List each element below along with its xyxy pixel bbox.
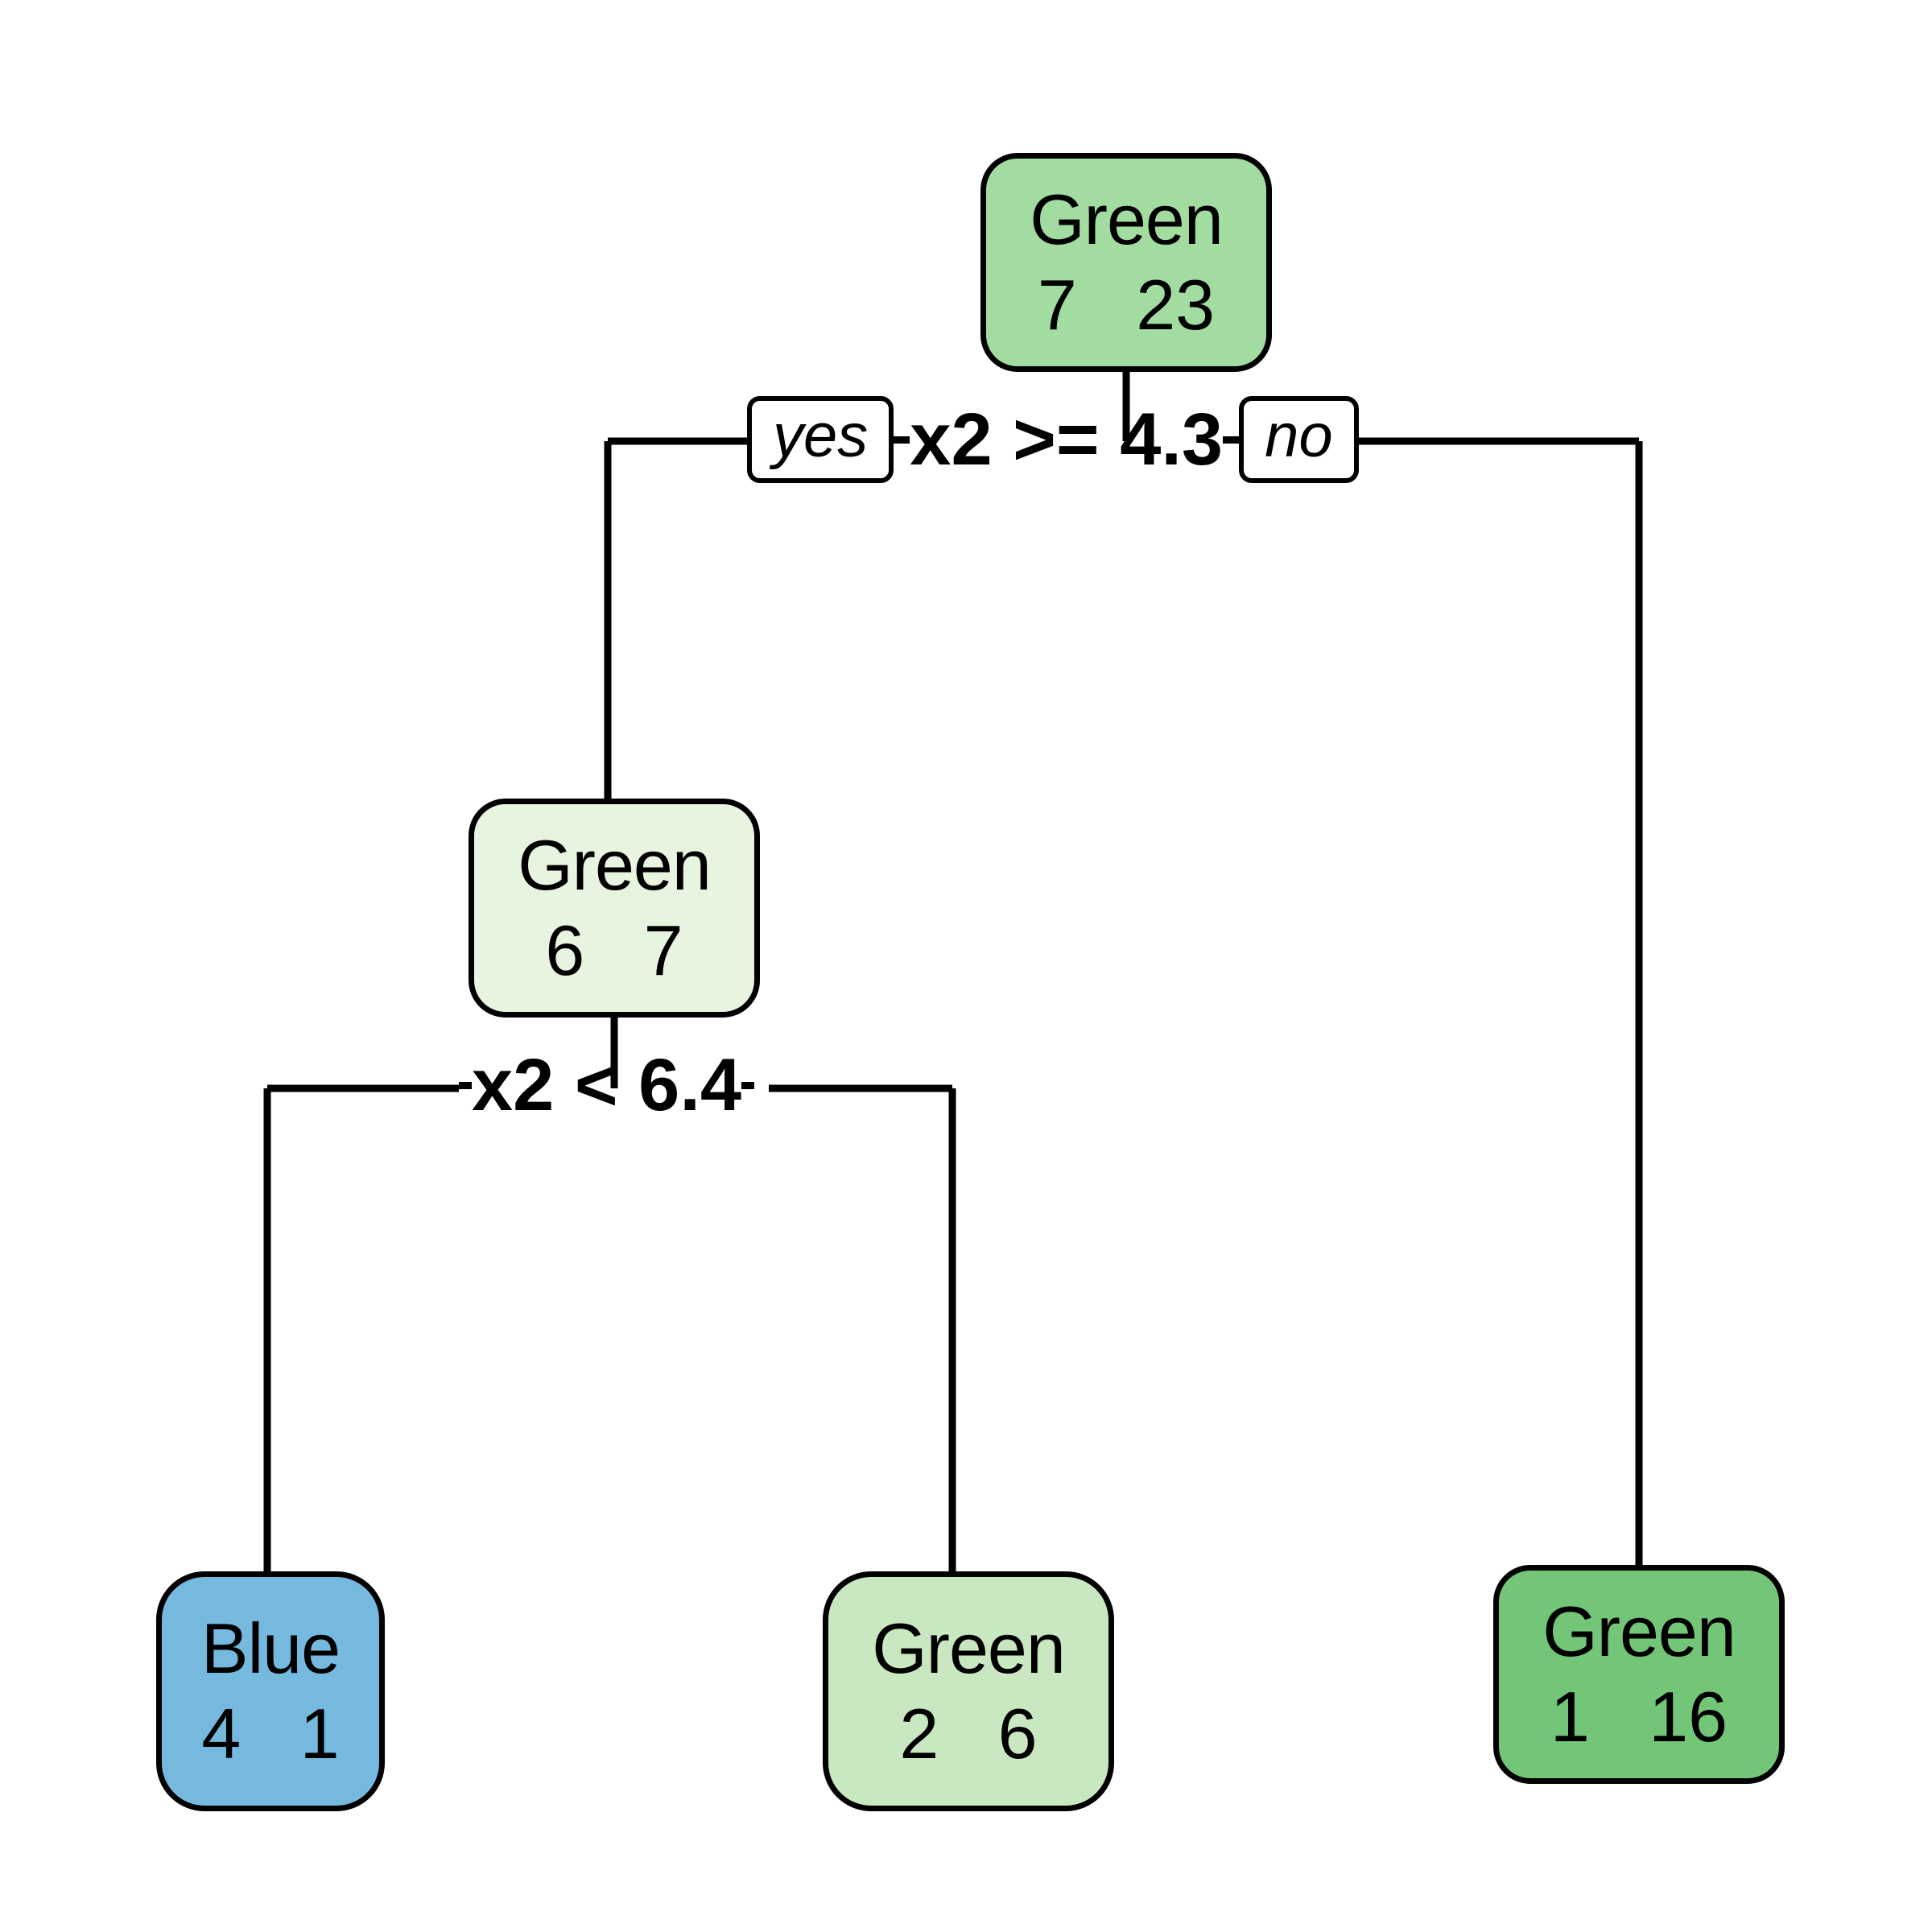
node-leaf-blue-label: Blue: [200, 1608, 341, 1688]
node-leaf-green-right-counts: 1 16: [1550, 1677, 1728, 1757]
split-row-second: x2 < 6.4: [459, 1043, 755, 1128]
tree-node-internal-1[interactable]: Green 6 7: [469, 799, 760, 1018]
connector-dash-right: [1223, 436, 1240, 444]
node-leaf-green-right-label: Green: [1542, 1591, 1736, 1671]
branch-label-no[interactable]: no: [1239, 396, 1359, 483]
node-internal-1-counts: 6 7: [545, 910, 683, 990]
tree-node-leaf-blue[interactable]: Blue 4 1: [156, 1571, 385, 1811]
node-root-label: Green: [1030, 180, 1224, 259]
branch-label-yes[interactable]: yes: [747, 396, 894, 483]
split-condition-root: x2 >= 4.3: [910, 398, 1224, 481]
connector-dash-left: [894, 436, 910, 444]
connector-dash-second-left: [459, 1082, 472, 1089]
node-leaf-blue-counts: 4 1: [201, 1694, 340, 1773]
connector-dash-second-right: [741, 1082, 755, 1089]
tree-node-root[interactable]: Green 7 23: [980, 153, 1272, 372]
split-row-root: yes x2 >= 4.3 no: [747, 396, 1359, 483]
node-internal-1-label: Green: [518, 825, 712, 905]
tree-node-leaf-green-right[interactable]: Green 1 16: [1493, 1565, 1785, 1784]
node-leaf-green-mid-counts: 2 6: [899, 1694, 1038, 1773]
node-leaf-green-mid-label: Green: [872, 1608, 1066, 1688]
split-condition-second: x2 < 6.4: [472, 1044, 742, 1126]
node-root-counts: 7 23: [1037, 265, 1216, 345]
tree-node-leaf-green-mid[interactable]: Green 2 6: [823, 1571, 1114, 1811]
